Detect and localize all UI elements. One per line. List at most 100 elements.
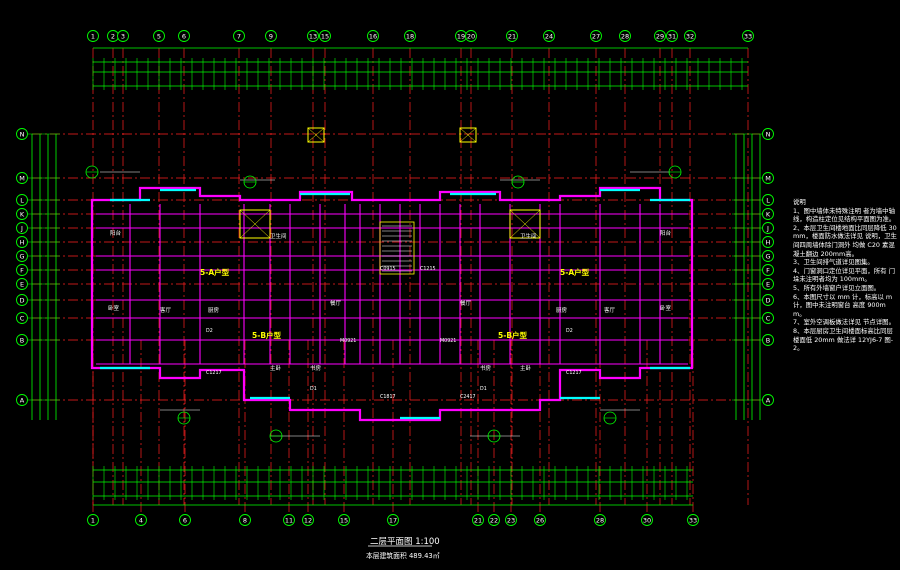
axis-bubble-label: 28 xyxy=(621,33,629,41)
axis-bubble-label: E xyxy=(20,281,24,289)
axis-bubble-label: F xyxy=(766,267,770,275)
room-label: 阳台 xyxy=(660,229,672,237)
axis-bubble-label: A xyxy=(20,397,25,405)
note-line: 3、卫生间排气道详见图集。 xyxy=(793,258,874,267)
axis-bubble xyxy=(654,30,666,42)
axis-bubble-label: 5 xyxy=(157,33,161,41)
axis-bubble xyxy=(16,264,28,276)
room-label: 书房 xyxy=(480,364,492,372)
axis-bubble xyxy=(488,514,500,526)
axis-bubble xyxy=(543,30,555,42)
axis-bubble-label: C xyxy=(20,315,25,323)
axis-bubble xyxy=(641,514,653,526)
room-label: 餐厅 xyxy=(330,299,342,307)
note-line: 4、门窗洞口定位详见平面，所有 门垛未注明者均为 100mm。 xyxy=(793,266,895,284)
axis-bubble-label: A xyxy=(766,397,771,405)
axis-bubble-label: 15 xyxy=(321,33,329,41)
axis-bubble-label: 12 xyxy=(304,517,312,525)
note-line: 6、本图尺寸以 mm 计，标高以 m 计，图中未注明窗台 高度 900mm。 xyxy=(793,292,893,318)
axis-bubble-label: 21 xyxy=(474,517,482,525)
shaft xyxy=(307,127,325,143)
axis-bubble xyxy=(687,514,699,526)
door-label: D2 xyxy=(566,328,573,334)
axis-bubble-label: 31 xyxy=(668,33,676,41)
drawing-title: 二层平面图 1:100 xyxy=(370,537,440,547)
axis-bubble-label: D xyxy=(765,297,770,305)
axis-bubble xyxy=(16,250,28,262)
axis-bubble-label: 24 xyxy=(545,33,553,41)
axis-bubble-label: N xyxy=(20,131,25,139)
door-label: C0915 xyxy=(380,266,396,272)
floor-area: 本层建筑面积 489.43㎡ xyxy=(366,552,440,560)
axis-bubble-label: 1 xyxy=(91,517,95,525)
axis-bubble xyxy=(762,222,774,234)
axis-bubble xyxy=(319,30,331,42)
axis-bubble xyxy=(762,236,774,248)
note-line: 1、图中墙体未特殊注明 者为墙中轴线，构造柱定位见结构平面图为准。 xyxy=(793,206,896,224)
door-label: D1 xyxy=(310,386,317,392)
axis-bubble-label: 11 xyxy=(285,517,293,525)
axis-bubble xyxy=(762,394,774,406)
design-notes: 说明 1、图中墙体未特殊注明 者为墙中轴线，构造柱定位见结构平面图为准。 2、本… xyxy=(793,198,897,353)
room-label: 客厅 xyxy=(160,306,172,314)
door-label: D2 xyxy=(206,328,213,334)
axis-bubble xyxy=(472,514,484,526)
axis-bubble xyxy=(387,514,399,526)
axis-bubble-label: 1 xyxy=(91,33,95,41)
unit-label: 5-A户型 xyxy=(200,268,230,277)
axis-bubble-label: 33 xyxy=(689,517,697,525)
axis-bubble-label: M xyxy=(765,175,771,183)
axis-bubble xyxy=(87,514,99,526)
door-label: C2417 xyxy=(460,394,476,400)
axis-bubble-label: 3 xyxy=(121,33,125,41)
room-label: 厨房 xyxy=(208,306,220,314)
axis-bubble-label: K xyxy=(20,211,25,219)
axis-bubble-label: B xyxy=(766,337,770,345)
axis-bubble xyxy=(239,514,251,526)
axis-bubble xyxy=(619,30,631,42)
axis-bubble-label: K xyxy=(766,211,771,219)
axis-bubble xyxy=(465,30,477,42)
axis-bubble xyxy=(590,30,602,42)
axis-bubble-label: J xyxy=(766,225,769,233)
unit-label: 5-B户型 xyxy=(498,331,528,340)
room-label: 餐厅 xyxy=(460,299,472,307)
room-labels: 卧室客厅厨房卫生间餐厅主卧书房阳台卧室客厅厨房卫生间餐厅主卧书房阳台C1817C… xyxy=(108,229,672,400)
axis-bubble-label: 7 xyxy=(237,33,241,41)
axis-bubble-label: 8 xyxy=(243,517,247,525)
axis-bubble xyxy=(762,208,774,220)
axis-bubble xyxy=(666,30,678,42)
axis-bubble-label: H xyxy=(766,239,771,247)
shaft xyxy=(239,209,271,239)
room-label: 阳台 xyxy=(110,229,122,237)
axis-bubble xyxy=(762,172,774,184)
axis-bubble-label: G xyxy=(19,253,24,261)
building-outline xyxy=(90,127,694,547)
axis-bubble-label: 28 xyxy=(596,517,604,525)
room-label: 卧室 xyxy=(108,304,120,312)
axis-bubble xyxy=(178,30,190,42)
axis-grid-lines xyxy=(32,48,760,512)
axis-bubble-label: 33 xyxy=(744,33,752,41)
axis-bubble-label: 9 xyxy=(269,33,273,41)
axis-bubble xyxy=(117,30,129,42)
axis-bubble xyxy=(594,514,606,526)
room-label: 客厅 xyxy=(604,306,616,314)
axis-bubble-label: L xyxy=(20,197,24,205)
room-label: 卫生间 xyxy=(270,232,287,240)
note-line: 5、所有外墙窗户详见立面图。 xyxy=(793,283,881,292)
axis-bubble xyxy=(16,312,28,324)
shaft-cross xyxy=(509,209,541,239)
axis-bubble-label: 26 xyxy=(536,517,544,525)
door-label: C1217 xyxy=(206,370,222,376)
axis-bubble xyxy=(16,194,28,206)
axis-bubble xyxy=(762,250,774,262)
axis-bubble-label: 29 xyxy=(656,33,664,41)
door-label: C1217 xyxy=(566,370,582,376)
door-label: M0921 xyxy=(440,338,456,344)
note-line: 2、本层卫生间楼地面比同层降低 30mm，楼面防水做法详见 说明，卫生间四周墙体… xyxy=(793,223,897,258)
axis-bubble xyxy=(506,30,518,42)
axis-bubble xyxy=(307,30,319,42)
axis-bubble-label: J xyxy=(20,225,23,233)
